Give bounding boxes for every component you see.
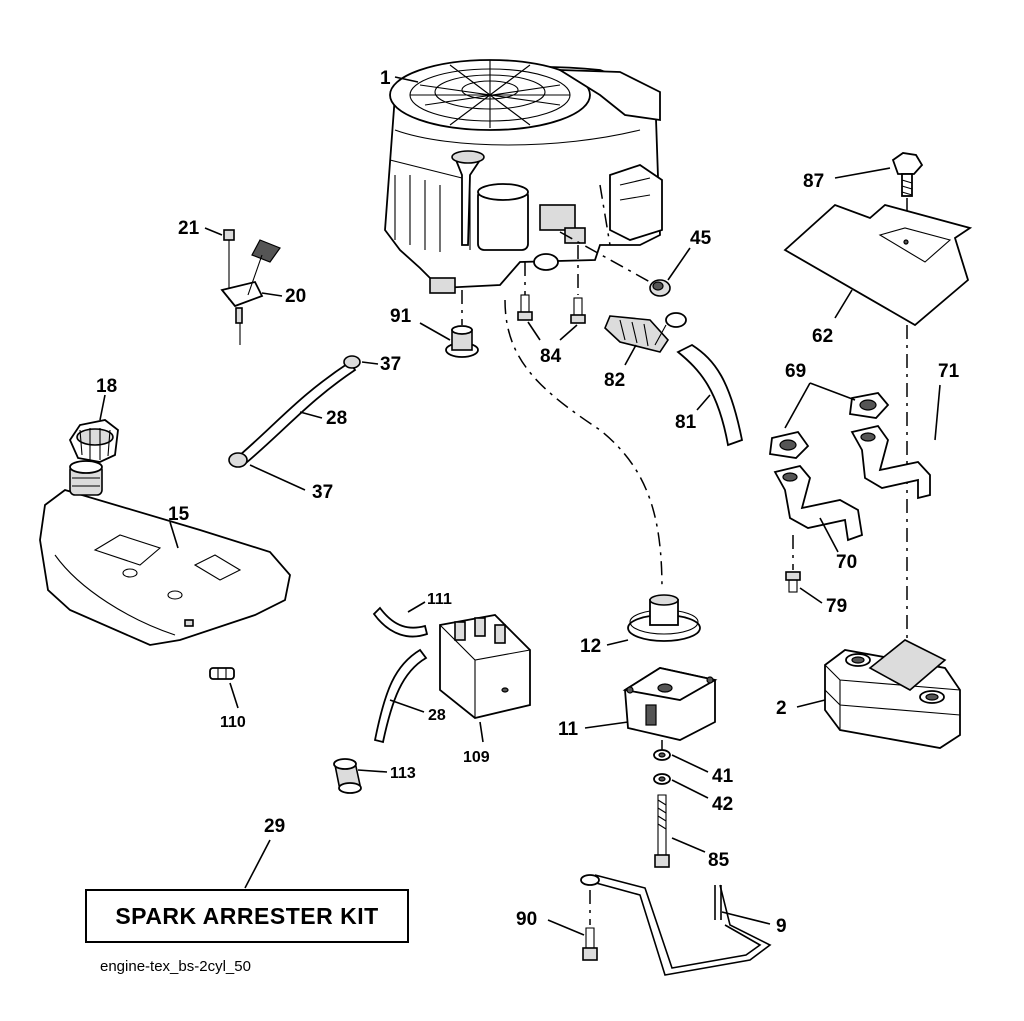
fuel-tank-15-icon [39,460,291,646]
part-label-45: 45 [690,228,712,249]
part-label-9: 9 [776,916,787,937]
part-label-79: 79 [826,596,847,617]
part-label-84: 84 [540,346,562,367]
part-label-109: 109 [463,749,490,766]
part-label-20: 20 [285,286,306,307]
hose-111-icon [372,606,429,638]
gaskets-69-icon [768,392,890,459]
part-label-37a: 37 [380,354,401,375]
part-label-2: 2 [776,698,787,719]
exhaust-pipe-70-icon [773,464,864,542]
muffler-2-icon [824,639,961,749]
diagram-reference-code: engine-tex_bs-2cyl_50 [100,958,251,975]
bolt-85-icon [654,794,670,868]
part-label-29: 29 [264,816,285,837]
bolt-90-icon [582,927,598,961]
exhaust-pipe-71-icon [850,424,931,500]
part-label-81: 81 [675,412,697,433]
part-label-11: 11 [558,719,579,740]
heat-shield-62-icon [783,203,973,327]
part-label-69: 69 [785,361,806,382]
fuel-filter-109-icon [439,614,531,719]
fuel-line-28-second-icon [373,648,428,744]
spark-arrester-kit-box: SPARK ARRESTER KIT [85,889,409,943]
fitting-113-icon [333,758,362,794]
part-label-71: 71 [938,361,960,382]
part-label-41: 41 [712,766,734,787]
washer-41-icon [653,749,671,761]
part-label-15: 15 [168,504,190,525]
part-label-85: 85 [708,850,730,871]
bolts-84-icon [517,245,586,324]
bushing-91-icon [445,290,479,358]
fitting-110-icon [209,667,235,680]
part-label-42: 42 [712,794,733,815]
part-label-70: 70 [836,552,857,573]
spark-arrester-kit-label: SPARK ARRESTER KIT [115,902,379,929]
part-label-87: 87 [803,171,824,192]
part-label-111: 111 [427,591,452,608]
part-label-18: 18 [96,376,117,397]
part-label-37b: 37 [312,482,333,503]
part-label-90: 90 [516,909,537,930]
bracket-rod-9-icon [580,874,772,976]
nut-45-icon [559,231,671,297]
part-label-28b: 28 [428,707,446,724]
part-label-62: 62 [812,326,833,347]
part-label-28a: 28 [326,408,347,429]
part-label-82: 82 [604,370,625,391]
fuel-cap-18-icon [68,419,119,463]
clutch-11-icon [622,667,718,741]
washer-42-icon [653,773,671,785]
drain-valve-82-icon [604,312,687,353]
part-label-12: 12 [580,636,601,657]
bolt-79-icon [785,571,801,593]
knob-87-icon [891,152,924,230]
part-label-113: 113 [390,765,416,782]
fuel-line-28-icon [228,355,361,468]
part-label-110: 110 [220,714,246,731]
part-label-1: 1 [380,68,391,89]
part-label-21: 21 [178,218,200,239]
throttle-control-20-icon [220,229,281,345]
part-label-91: 91 [390,306,412,327]
hose-81-icon [676,343,744,447]
engine-illustration [384,59,663,294]
pulley-12-icon [627,594,701,642]
